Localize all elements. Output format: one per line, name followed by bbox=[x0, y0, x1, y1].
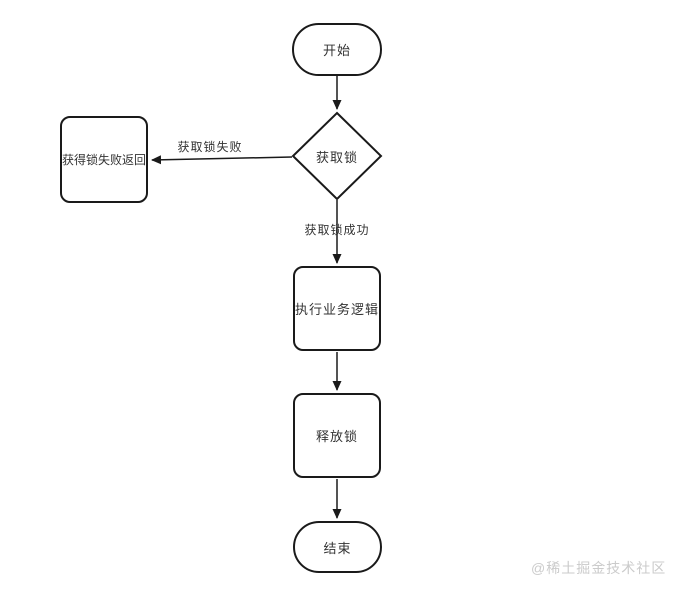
edge-label-fail: 获取锁失败 bbox=[177, 140, 243, 154]
edge-acquire-to-fail-return bbox=[151, 155, 293, 165]
node-acquire-lock-label: 获取锁 bbox=[315, 149, 358, 165]
node-release-lock-label: 释放锁 bbox=[315, 429, 358, 444]
node-end-label: 结束 bbox=[323, 540, 352, 556]
node-release-lock: 释放锁 bbox=[293, 393, 381, 478]
decision-diamond-shape bbox=[291, 111, 383, 201]
edge-label-success: 获取锁成功 bbox=[304, 223, 370, 237]
watermark: @稀土掘金技术社区 bbox=[531, 560, 667, 576]
node-end: 结束 bbox=[293, 521, 382, 573]
node-acquire-lock: 获取锁 bbox=[297, 146, 377, 166]
node-business-logic: 执行业务逻辑 bbox=[293, 266, 381, 351]
node-start-label: 开始 bbox=[322, 43, 351, 58]
node-fail-return-label: 获得锁失败返回 bbox=[62, 153, 147, 167]
node-fail-return: 获得锁失败返回 bbox=[60, 116, 148, 203]
node-start: 开始 bbox=[292, 23, 382, 76]
node-business-logic-label: 执行业务逻辑 bbox=[295, 302, 380, 317]
